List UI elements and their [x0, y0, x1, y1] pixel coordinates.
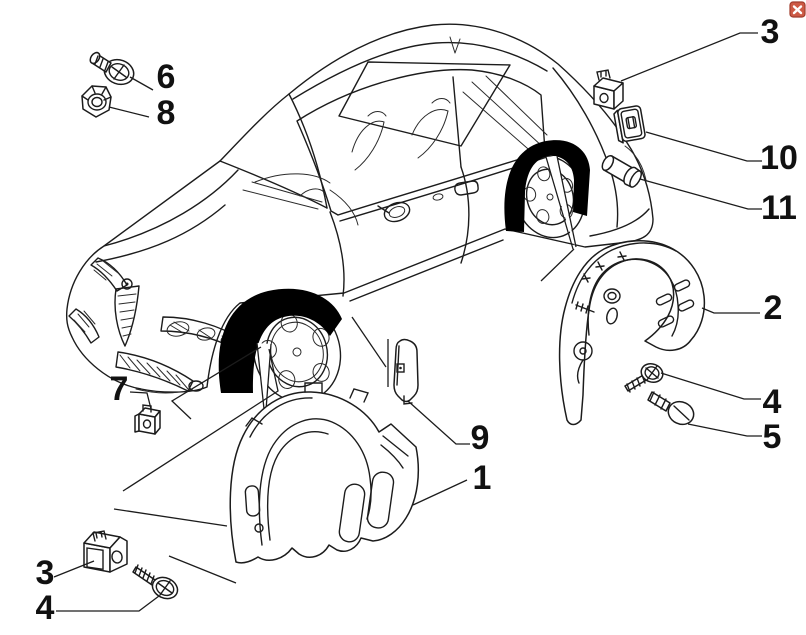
part-rear-wheelhouse-liner: [558, 240, 706, 426]
callout-4-bottom: 4: [36, 589, 55, 627]
front-wheel-arch-blackout: [218, 288, 342, 393]
front-grille: [114, 278, 140, 347]
front-intakes: [68, 308, 204, 394]
callout-2: 2: [764, 289, 783, 327]
callout-8: 8: [157, 94, 176, 132]
part-spacer-pin: [601, 154, 643, 188]
part-shield: [393, 338, 419, 405]
part-flanged-bolt: [89, 51, 135, 86]
callout-6: 6: [157, 58, 176, 96]
broken-image-icon-x: [792, 5, 803, 15]
callout-5: 5: [763, 418, 782, 456]
callout-11: 11: [761, 189, 797, 227]
callout-9: 9: [471, 419, 490, 457]
part-screw-5: [647, 391, 695, 426]
callout-4-right: 4: [763, 383, 782, 421]
pointer-wedges: [256, 155, 577, 411]
part-screw-4-bottom: [132, 564, 179, 600]
reference-lines: [113, 316, 389, 584]
part-cage-clip-top: [593, 69, 624, 110]
part-plate-clip: [613, 105, 646, 144]
part-small-clip: [134, 404, 161, 435]
callout-3-top: 3: [761, 13, 780, 51]
leader-lines: [53, 32, 762, 612]
rear-wheel-arch-blackout: [504, 140, 590, 232]
part-screw-4-right: [624, 362, 664, 393]
car-illustration: [65, 23, 654, 584]
brand-badge: [121, 278, 133, 290]
broken-image-icon: [789, 1, 806, 18]
fog-lamp: [188, 380, 204, 392]
part-cage-clip-bottom: [83, 530, 128, 573]
sunroof: [338, 61, 511, 147]
part-front-wheelhouse-liner: [229, 382, 420, 564]
part-hex-nut: [81, 85, 112, 118]
door-handle: [454, 180, 479, 196]
callout-1: 1: [473, 459, 492, 497]
callout-7: 7: [110, 370, 129, 408]
callout-3-bottom: 3: [36, 554, 55, 592]
interior-sketch: [254, 98, 451, 226]
side-mirror: [383, 201, 411, 223]
callout-10: 10: [760, 139, 798, 177]
